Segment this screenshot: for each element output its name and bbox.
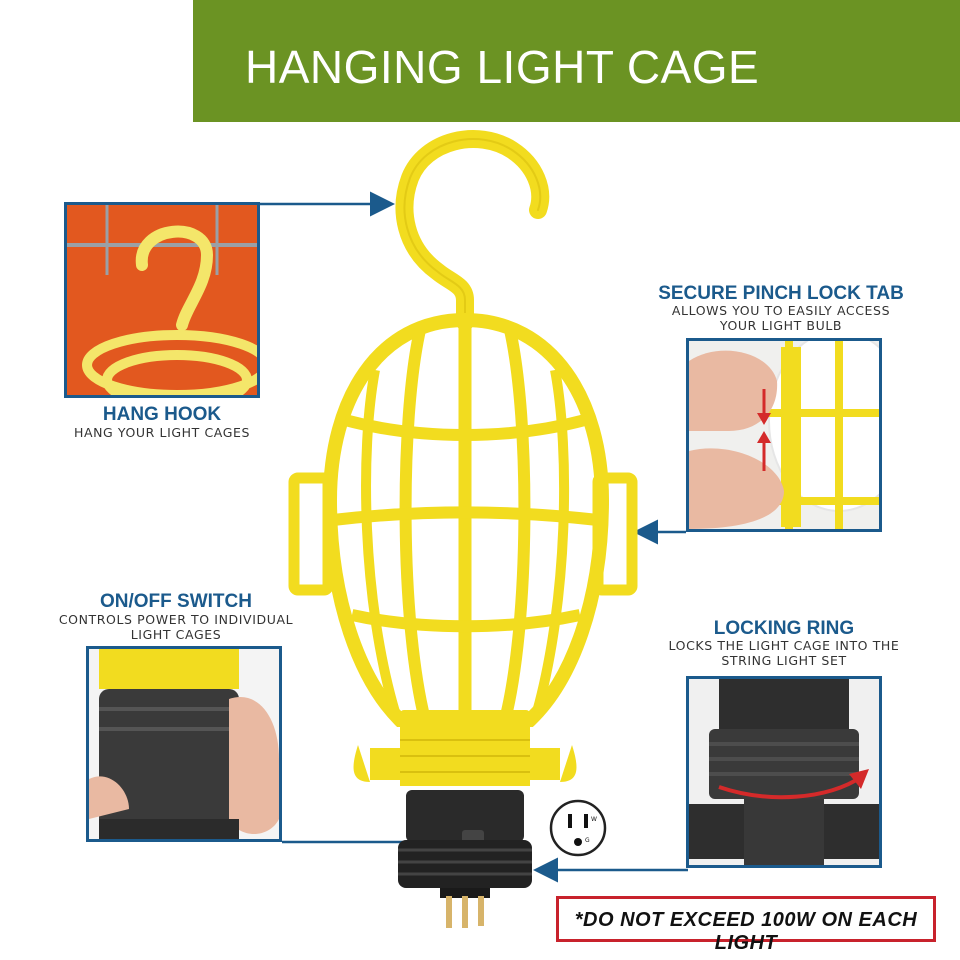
outlet-icon <box>549 799 607 857</box>
pinch-lock-title: SECURE PINCH LOCK TAB <box>658 283 904 304</box>
wattage-warning: *DO NOT EXCEED 100W ON EACH LIGHT <box>556 896 936 954</box>
switch-desc-line2: LIGHT CAGES <box>130 627 222 642</box>
cage-body <box>288 312 638 786</box>
pinch-lock-desc-line2: YOUR LIGHT BULB <box>719 318 843 333</box>
title-banner: HANGING LIGHT CAGE <box>193 0 960 122</box>
hang-hook-icon <box>395 130 550 331</box>
locking-ring-desc-line2: STRING LIGHT SET <box>721 653 847 668</box>
switch-photo <box>86 646 282 842</box>
switch-title: ON/OFF SWITCH <box>100 591 252 612</box>
switch-desc-line1: CONTROLS POWER TO INDIVIDUAL <box>58 612 294 627</box>
hang-hook-photo <box>64 202 260 398</box>
socket-connector <box>398 790 532 928</box>
pinch-lock-photo <box>686 338 882 532</box>
outlet-g-label: G <box>585 837 590 844</box>
hang-hook-title: HANG HOOK <box>102 404 222 425</box>
pinch-lock-desc-line1: ALLOWS YOU TO EASILY ACCESS <box>671 303 891 318</box>
warning-text: *DO NOT EXCEED 100W ON EACH LIGHT <box>574 909 918 954</box>
outlet-w-label: W <box>591 816 597 823</box>
locking-ring-desc-line1: LOCKS THE LIGHT CAGE INTO THE <box>668 638 900 653</box>
page-title: HANGING LIGHT CAGE <box>245 41 760 93</box>
locking-ring-title: LOCKING RING <box>713 618 855 639</box>
locking-ring-photo <box>686 676 882 868</box>
hang-hook-desc: HANG YOUR LIGHT CAGES <box>73 425 251 440</box>
